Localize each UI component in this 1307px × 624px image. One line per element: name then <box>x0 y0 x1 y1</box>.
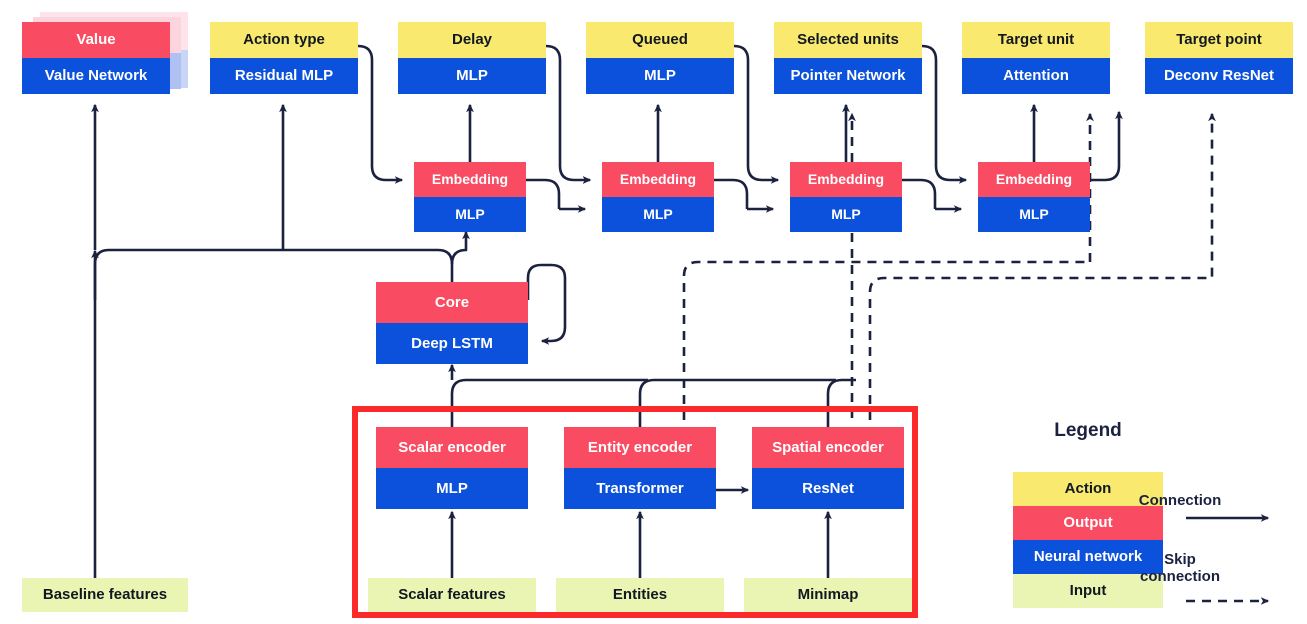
legend-title: Legend <box>1054 420 1122 441</box>
embedding-1-network: MLP <box>414 197 526 232</box>
encoder-scalar-network: MLP <box>376 468 528 509</box>
encoder-scalar[interactable]: Scalar encoder MLP <box>376 427 528 509</box>
head-action-type-action: Action type <box>210 22 358 58</box>
embedding-4-output: Embedding <box>978 162 1090 197</box>
head-target-unit-action: Target unit <box>962 22 1110 58</box>
wire-emb3-down <box>901 178 937 209</box>
head-delay-action: Delay <box>398 22 546 58</box>
head-action-type-network: Residual MLP <box>210 58 358 94</box>
head-queued-action: Queued <box>586 22 734 58</box>
head-delay[interactable]: Delay MLP <box>398 22 546 94</box>
wire-emb4-to-targetpoint <box>1089 110 1123 182</box>
wire-emb2-down <box>713 178 749 209</box>
legend-connection-label: Connection <box>1138 492 1222 509</box>
wire-core-bus-right <box>466 250 688 264</box>
legend-swatch-neural-network: Neural network <box>1013 540 1163 574</box>
head-value-output: Value <box>22 22 170 58</box>
encoder-highlight-box <box>352 406 918 618</box>
head-queued[interactable]: Queued MLP <box>586 22 734 94</box>
head-target-point-network: Deconv ResNet <box>1145 58 1293 94</box>
encoder-entity-network: Transformer <box>564 468 716 509</box>
embedding-3-output: Embedding <box>790 162 902 197</box>
head-selected-units-network: Pointer Network <box>774 58 922 94</box>
head-value[interactable]: Value Value Network <box>22 22 170 94</box>
head-action-type[interactable]: Action type Residual MLP <box>210 22 358 94</box>
skip-wire-entity-bus <box>682 260 1090 420</box>
legend-swatches: Action Output Neural network Input <box>1013 472 1163 608</box>
head-target-point[interactable]: Target point Deconv ResNet <box>1145 22 1293 94</box>
legend-skip-label-line1: Skip <box>1164 551 1196 568</box>
embedding-4[interactable]: Embedding MLP <box>978 162 1090 232</box>
embedding-3-network: MLP <box>790 197 902 232</box>
encoder-spatial-output: Spatial encoder <box>752 427 904 468</box>
wire-core-to-embedding1 <box>450 230 470 265</box>
encoder-scalar-output: Scalar encoder <box>376 427 528 468</box>
encoder-spatial-network: ResNet <box>752 468 904 509</box>
input-minimap[interactable]: Minimap <box>744 578 912 612</box>
embedding-1-output: Embedding <box>414 162 526 197</box>
legend-skip-label: Skip connection <box>1090 551 1270 586</box>
core-block[interactable]: Core Deep LSTM <box>376 282 528 364</box>
head-target-unit[interactable]: Target unit Attention <box>962 22 1110 94</box>
embedding-2-network: MLP <box>602 197 714 232</box>
input-entities[interactable]: Entities <box>556 578 724 612</box>
head-value-network: Value Network <box>22 58 170 94</box>
wire-emb1-down1 <box>525 178 561 209</box>
encoder-entity-output: Entity encoder <box>564 427 716 468</box>
head-selected-units[interactable]: Selected units Pointer Network <box>774 22 922 94</box>
embedding-2[interactable]: Embedding MLP <box>602 162 714 232</box>
core-network: Deep LSTM <box>376 323 528 364</box>
head-queued-network: MLP <box>586 58 734 94</box>
head-target-point-action: Target point <box>1145 22 1293 58</box>
head-delay-network: MLP <box>398 58 546 94</box>
core-output: Core <box>376 282 528 323</box>
encoder-spatial[interactable]: Spatial encoder ResNet <box>752 427 904 509</box>
embedding-3[interactable]: Embedding MLP <box>790 162 902 232</box>
legend-skip-label-line2: connection <box>1139 568 1220 586</box>
embedding-1[interactable]: Embedding MLP <box>414 162 526 232</box>
input-scalar-features[interactable]: Scalar features <box>368 578 536 612</box>
wire-core-recurrent-loop <box>526 263 567 345</box>
embedding-2-output: Embedding <box>602 162 714 197</box>
head-target-unit-network: Attention <box>962 58 1110 94</box>
legend-swatch-output: Output <box>1013 506 1163 540</box>
skip-wire-to-targetpoint <box>868 112 1216 420</box>
input-baseline-features[interactable]: Baseline features <box>22 578 188 612</box>
legend-swatch-input: Input <box>1013 574 1163 608</box>
encoder-entity[interactable]: Entity encoder Transformer <box>564 427 716 509</box>
embedding-4-network: MLP <box>978 197 1090 232</box>
head-selected-units-action: Selected units <box>774 22 922 58</box>
legend-swatch-action: Action <box>1013 472 1163 506</box>
